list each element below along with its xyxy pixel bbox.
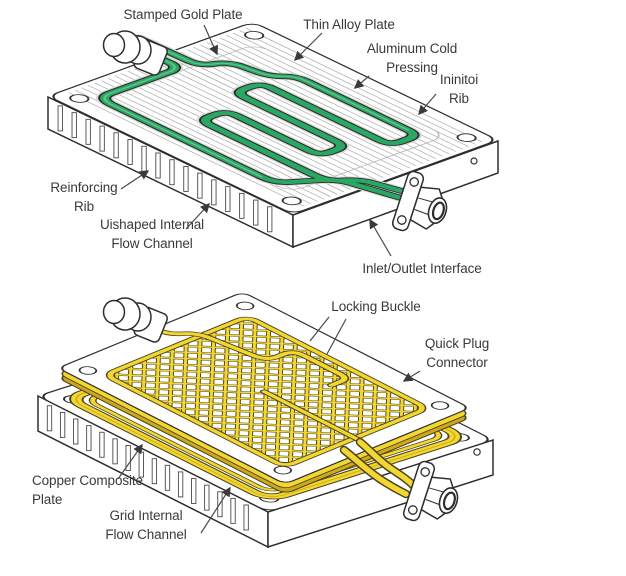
leader-aluminum-cold-pressing xyxy=(353,75,370,89)
corner-hole xyxy=(78,366,98,375)
leader-grid-internal xyxy=(200,486,231,534)
base-plate-ribs xyxy=(46,405,249,531)
label-uishaped-internal-flow-channel: Uishaped Internal Flow Channel xyxy=(99,217,205,252)
grid-divider-channel xyxy=(259,389,364,442)
label-aluminum-cold-pressing: Aluminum Cold Pressing xyxy=(366,41,458,76)
label-locking-buckle: Locking Buckle xyxy=(331,299,421,314)
leader-lines xyxy=(117,24,437,534)
label-thin-alloy-plate: Thin Alloy Plate xyxy=(303,17,395,32)
leader-locking-buckle-1 xyxy=(309,316,330,342)
leader-ininitoi-rib xyxy=(418,93,437,116)
leader-stamped-gold-plate xyxy=(203,24,219,56)
leader-quick-plug xyxy=(402,370,421,382)
top-diagram xyxy=(47,23,499,249)
leader-thin-alloy-plate xyxy=(293,32,323,62)
green-flow-tube xyxy=(95,34,422,202)
leader-reinforcing-rib xyxy=(120,170,150,190)
leader-uishaped-channel xyxy=(185,202,210,230)
side-hole xyxy=(473,448,481,456)
reinforcing-ribs xyxy=(57,105,273,233)
top-plate-top-face xyxy=(52,23,494,213)
label-reinforcing-rib: Reinforcing Rib xyxy=(50,180,118,215)
yellow-entry-tube xyxy=(115,310,350,388)
corner-hole xyxy=(235,301,255,311)
label-inlet-outlet-interface: Inlet/Outlet Interface xyxy=(362,261,482,276)
corner-hole xyxy=(273,465,293,475)
label-quick-plug-connector: Quick Plug Connector xyxy=(424,336,490,371)
corner-hole xyxy=(281,196,302,206)
label-ininitoi-rib: Ininitoi Rib xyxy=(439,72,479,107)
label-copper-composite-plate: Copper Composite Plate xyxy=(32,473,143,508)
yellow-exit-tubes xyxy=(339,437,419,499)
leader-copper-composite xyxy=(117,443,143,480)
corner-hole xyxy=(430,401,450,410)
corner-hole xyxy=(456,133,477,142)
label-grid-internal-flow-channel: Grid Internal Flow Channel xyxy=(105,508,187,543)
side-hole xyxy=(470,157,478,165)
corner-hole xyxy=(244,30,265,40)
corner-hole xyxy=(69,94,90,103)
leader-locking-buckle-2 xyxy=(326,318,347,355)
label-stamped-gold-plate: Stamped Gold Plate xyxy=(123,7,243,22)
leader-inlet-outlet xyxy=(369,218,392,257)
bottom-diagram xyxy=(37,293,494,549)
